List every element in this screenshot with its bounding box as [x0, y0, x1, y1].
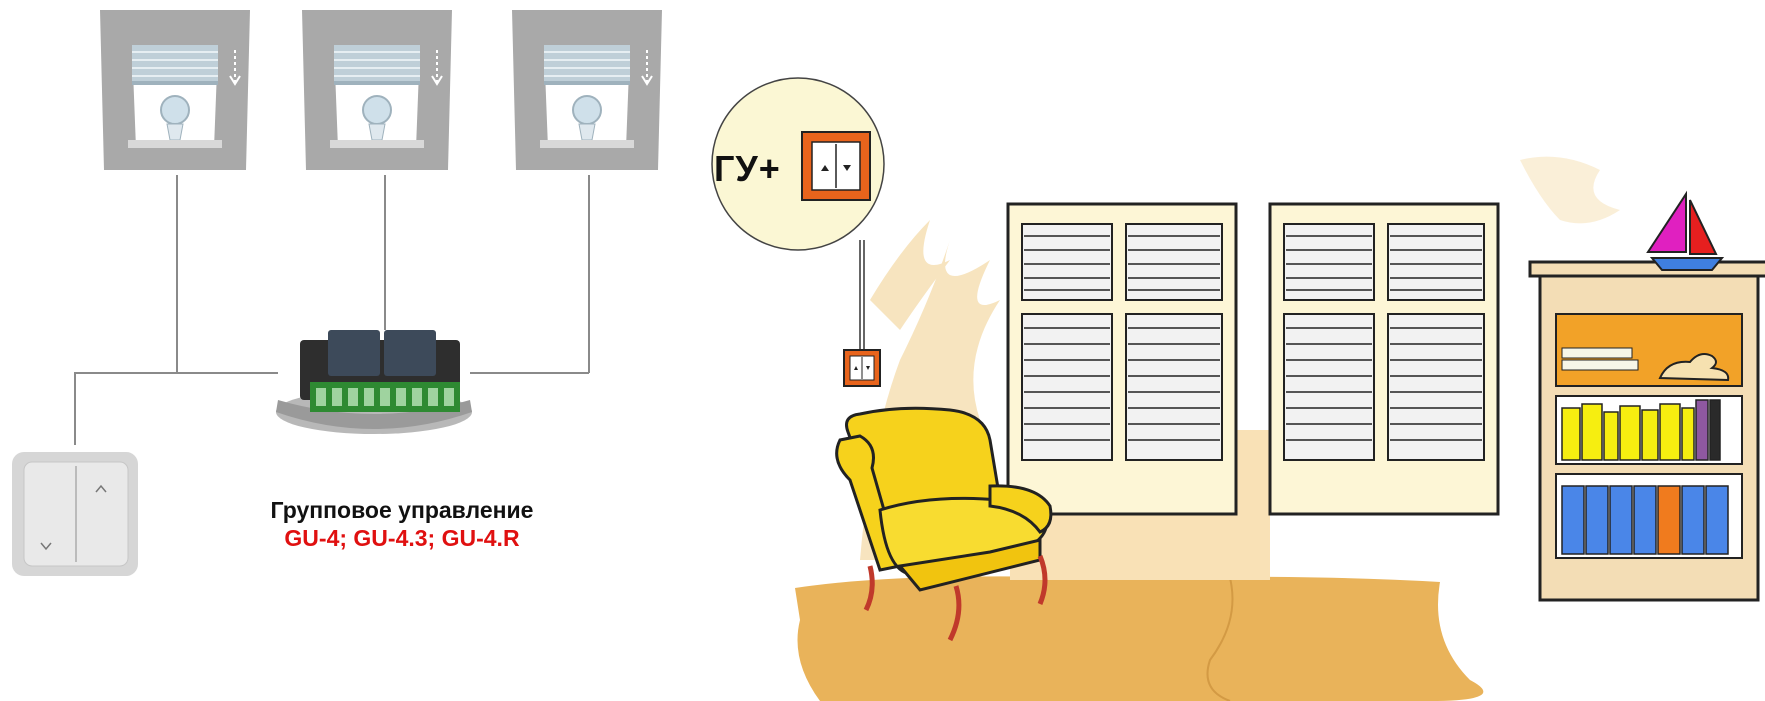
relay-module-icon — [276, 330, 472, 434]
wall-switch-icon — [12, 452, 138, 576]
bubble-label: ГУ+ — [714, 148, 781, 190]
caption-title: Групповое управление — [212, 496, 592, 524]
floor — [795, 576, 1483, 701]
bookshelf-icon — [1530, 262, 1765, 600]
caption-models: GU-4; GU-4.3; GU-4.R — [212, 524, 592, 552]
group-control-switch-icon — [802, 132, 870, 200]
roller-blind-window-icon — [512, 10, 662, 170]
roller-blind-window-icon — [100, 10, 250, 170]
window-shutters-left — [1008, 204, 1236, 514]
roller-blind-window-icon — [302, 10, 452, 170]
sailboat-icon — [1648, 194, 1722, 270]
caption: Групповое управление GU-4; GU-4.3; GU-4.… — [212, 496, 592, 552]
window-shutters-right — [1270, 204, 1498, 514]
wall-switch-small-icon — [844, 350, 880, 386]
